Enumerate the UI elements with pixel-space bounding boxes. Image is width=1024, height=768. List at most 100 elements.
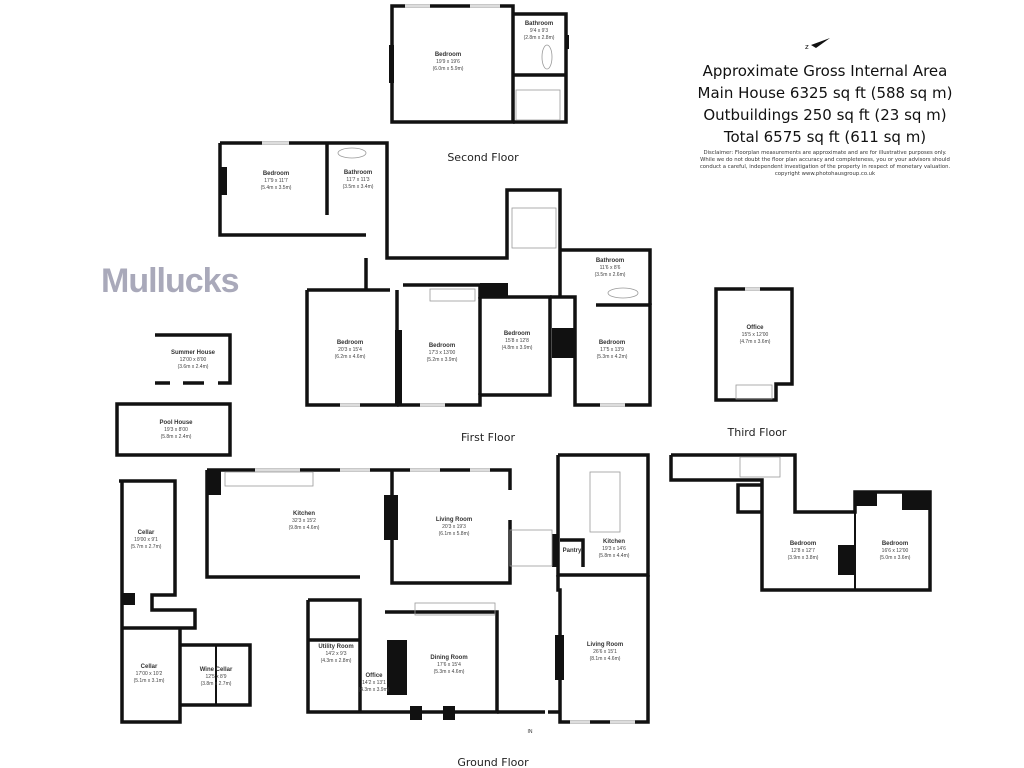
first-floor-plan: First Floor: [305, 248, 652, 444]
area-main-house: Main House 6325 sq ft (588 sq m): [697, 84, 953, 102]
room-size-metric: (5.4m x 3.5m): [261, 185, 292, 191]
room-size-imperial: 9'4 x 9'3: [530, 28, 549, 34]
room-size-imperial: 19'3 x 14'6: [602, 546, 626, 552]
room-size-imperial: 26'6 x 15'1: [593, 649, 617, 655]
room-size-imperial: 19'00 x 9'1: [134, 537, 158, 543]
room-name: Kitchen: [603, 539, 625, 545]
floor-label-second: Second Floor: [447, 151, 519, 164]
north-arrow-icon: z: [805, 38, 830, 51]
room-name: Utility Room: [318, 644, 353, 650]
room-size-metric: (5.8m x 4.4m): [599, 553, 630, 559]
room-size-metric: (5.8m x 2.4m): [161, 434, 192, 440]
room-size-imperial: 12'00 x 8'00: [180, 357, 207, 363]
area-summary: Approximate Gross Internal Area Main Hou…: [680, 60, 970, 178]
room-name: Summer House: [171, 350, 216, 356]
room-name: Wine Cellar: [200, 667, 233, 673]
room-name: Bedroom: [337, 340, 363, 346]
room-size-imperial: 17'00 x 10'2: [136, 671, 163, 677]
room-name: Bathroom: [596, 258, 624, 264]
third-floor-plan: Third Floor: [669, 287, 932, 592]
second-floor-plan: Second Floor: [218, 4, 569, 260]
room-name: Bedroom: [790, 541, 816, 547]
room-name: Living Room: [436, 517, 472, 523]
room-name: Living Room: [587, 642, 623, 648]
room-name: Bedroom: [429, 343, 455, 349]
room-size-metric: (3.9m x 3.8m): [788, 555, 819, 561]
room-size-metric: (6.2m x 4.6m): [335, 354, 366, 360]
outbuildings-plan: [115, 333, 232, 457]
room-size-imperial: 11'7 x 11'3: [346, 177, 369, 183]
room-size-metric: (5.7m x 2.7m): [131, 544, 162, 550]
room-size-imperial: 16'6 x 12'00: [882, 548, 909, 554]
room-size-imperial: 12'8 x 12'7: [791, 548, 815, 554]
room-name: Bedroom: [882, 541, 908, 547]
room-name: Bedroom: [263, 171, 289, 177]
room-size-metric: (5.0m x 3.6m): [880, 555, 911, 561]
room-size-imperial: 17'3 x 13'00: [429, 350, 456, 356]
room-size-imperial: 14'2 x 13'1: [362, 680, 386, 686]
room-size-imperial: 17'9 x 11'7: [264, 178, 288, 184]
room-size-metric: (3.5m x 3.4m): [343, 184, 374, 190]
room-size-metric: (6.1m x 5.8m): [439, 531, 470, 537]
disclaimer-line: While we do not doubt the floor plan acc…: [700, 157, 950, 163]
room-size-metric: (3.8m x 2.7m): [201, 681, 232, 687]
room-size-metric: (2.8m x 2.8m): [524, 35, 555, 41]
disclaimer: Disclaimer: Floorplan measurements are a…: [680, 150, 970, 178]
room-name: Bathroom: [525, 21, 553, 27]
room-size-metric: (3.5m x 2.6m): [595, 272, 626, 278]
room-size-imperial: 12'5 x 8'9: [205, 674, 226, 680]
disclaimer-line: copyright www.photohausgroup.co.uk: [774, 171, 876, 177]
room-label-gf-pantry: Pantry: [563, 548, 582, 554]
room-size-imperial: 17'6 x 15'4: [437, 662, 461, 668]
area-outbuildings: Outbuildings 250 sq ft (23 sq m): [703, 106, 947, 124]
floor-label-first: First Floor: [461, 431, 515, 444]
brand-logo: Mullucks: [101, 262, 239, 300]
room-name: Office: [746, 325, 764, 331]
room-name: Pool House: [159, 420, 193, 426]
room-name: Bedroom: [504, 331, 530, 337]
room-size-imperial: 17'5 x 13'9: [600, 347, 624, 353]
room-name: Bathroom: [344, 170, 372, 176]
room-size-metric: (5.3m x 4.2m): [597, 354, 628, 360]
room-size-imperial: 19'3 x 8'00: [164, 427, 188, 433]
entrance-label: IN: [528, 729, 533, 735]
room-name: Office: [365, 673, 383, 679]
disclaimer-line: conduct a careful, independent investiga…: [699, 164, 951, 170]
room-name: Pantry: [563, 548, 582, 554]
room-size-imperial: 15'5 x 12'00: [742, 332, 769, 338]
room-size-metric: (3.6m x 2.4m): [178, 364, 209, 370]
room-size-metric: (4.3m x 3.9m): [359, 687, 390, 693]
room-size-metric: (5.3m x 4.6m): [434, 669, 465, 675]
room-name: Cellar: [138, 530, 155, 536]
room-size-imperial: 11'6 x 8'6: [600, 265, 621, 271]
room-name: Cellar: [141, 664, 158, 670]
room-size-metric: (4.3m x 2.8m): [321, 658, 352, 664]
ground-floor-plan: IN Ground Floor: [119, 453, 650, 768]
room-size-metric: (5.2m x 3.9m): [427, 357, 458, 363]
disclaimer-line: Disclaimer: Floorplan measurements are a…: [703, 150, 947, 156]
room-name: Bedroom: [599, 340, 625, 346]
floor-label-third: Third Floor: [727, 426, 787, 439]
